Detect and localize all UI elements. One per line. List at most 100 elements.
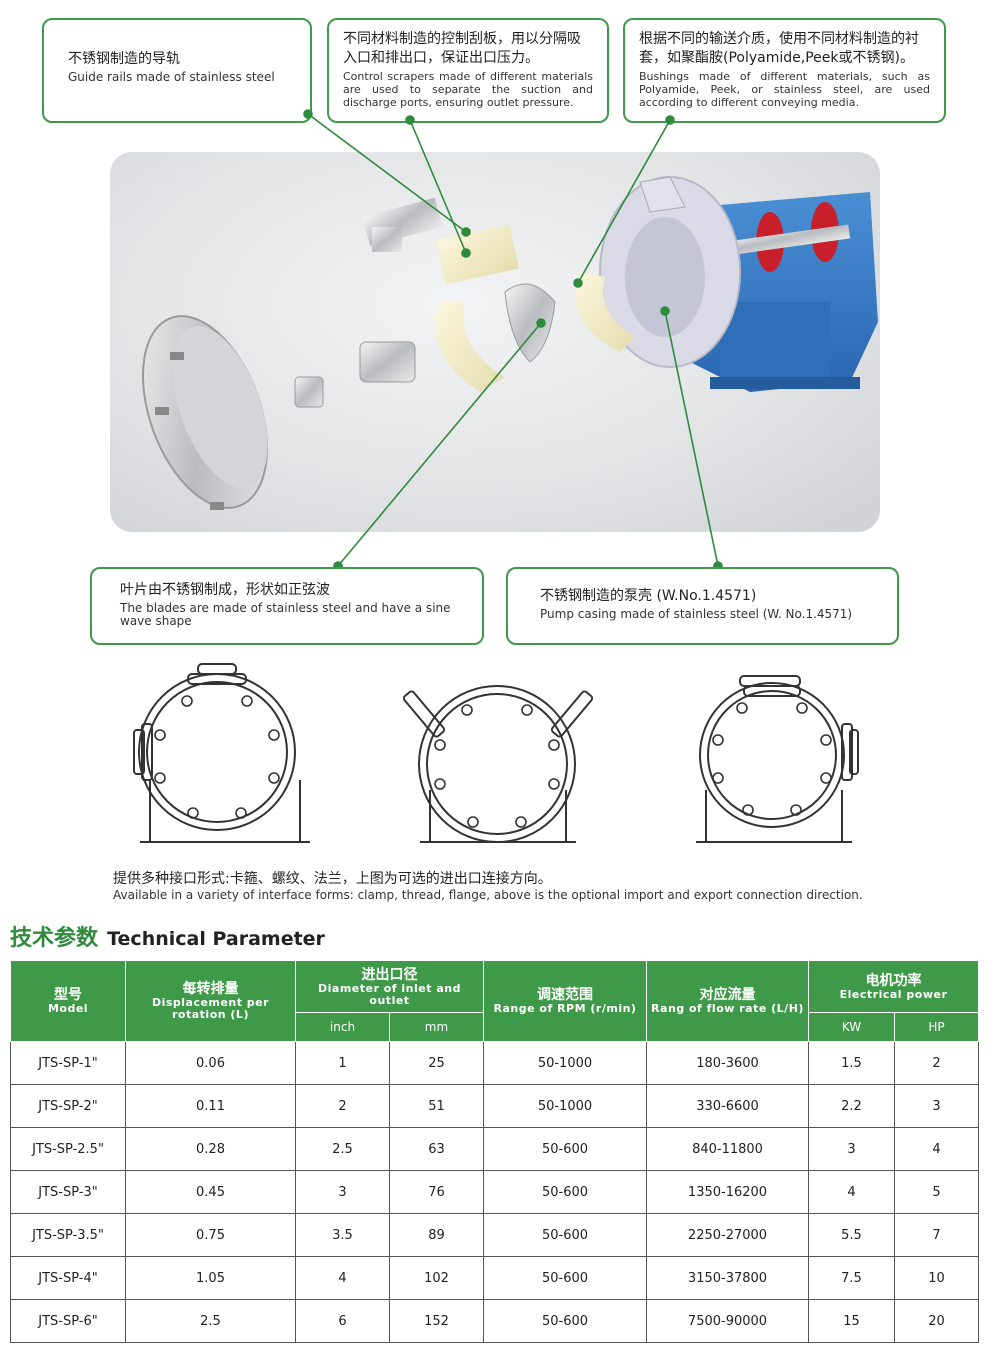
cell-model: JTS-SP-4" (10, 1256, 126, 1300)
connection-direction-drawings (133, 663, 859, 843)
header-diameter-zh: 进出口径 (361, 966, 418, 983)
interface-note-zh: 提供多种接口形式:卡箍、螺纹、法兰，上图为可选的进出口连接方向。 (113, 871, 552, 887)
header-rpm: 调速范围 Range of RPM (r/min) (483, 960, 647, 1042)
exploded-pump-drawing (142, 176, 878, 510)
header-displacement-zh: 每转排量 (182, 981, 239, 997)
header-model-en: Model (47, 1002, 89, 1015)
header-displacement: 每转排量 Displacement per rotation (L) (125, 960, 296, 1042)
cell-rpm: 50-600 (483, 1256, 647, 1300)
table-row: JTS-SP-2.5" 0.28 2.5 63 50-600 840-11800… (10, 1127, 979, 1171)
callout-pump-casing: 不锈钢制造的泵壳 (W.No.1.4571) Pump casing made … (506, 567, 899, 645)
cell-kw: 1.5 (808, 1041, 895, 1085)
cell-mm: 63 (389, 1127, 484, 1171)
header-power-zh: 电机功率 (865, 972, 922, 989)
table-row: JTS-SP-1" 0.06 1 25 50-1000 180-3600 1.5… (10, 1041, 979, 1085)
cell-inch: 2.5 (295, 1127, 390, 1171)
header-kw: KW (808, 1012, 895, 1042)
cell-model: JTS-SP-3" (10, 1170, 126, 1214)
exploded-pump-illustration (110, 152, 880, 532)
cell-mm: 25 (389, 1041, 484, 1085)
cell-mm: 76 (389, 1170, 484, 1214)
cell-displacement: 2.5 (125, 1299, 296, 1343)
header-flow: 对应流量 Rang of flow rate (L/H) (646, 960, 809, 1042)
header-power-en: Electrical power (839, 987, 948, 1001)
header-flow-zh: 对应流量 (699, 987, 756, 1003)
cell-rpm: 50-600 (483, 1299, 647, 1343)
cell-displacement: 0.11 (125, 1084, 296, 1128)
cell-rpm: 50-600 (483, 1127, 647, 1171)
cell-kw: 7.5 (808, 1256, 895, 1300)
cell-rpm: 50-1000 (483, 1084, 647, 1128)
header-diameter-en: Diameter of inlet and outlet (318, 981, 461, 1007)
connection-drawing-top-side (696, 675, 859, 843)
cell-displacement: 0.28 (125, 1127, 296, 1171)
callout-control-scrapers-zh: 不同材料制造的控制刮板，用以分隔吸入口和排出口，保证出口压力。 (343, 31, 581, 66)
table-row: JTS-SP-2" 0.11 2 51 50-1000 330-6600 2.2… (10, 1084, 979, 1128)
cell-mm: 152 (389, 1299, 484, 1343)
table-row: JTS-SP-3.5" 0.75 3.5 89 50-600 2250-2700… (10, 1213, 979, 1257)
cell-displacement: 1.05 (125, 1256, 296, 1300)
header-rpm-zh: 调速范围 (537, 987, 593, 1003)
header-hp: HP (894, 1012, 979, 1042)
header-power: 电机功率 Electrical power (808, 960, 979, 1013)
cell-flow: 840-11800 (646, 1127, 809, 1171)
cell-model: JTS-SP-2.5" (10, 1127, 126, 1171)
cell-displacement: 0.75 (125, 1213, 296, 1257)
table-row: JTS-SP-6" 2.5 6 152 50-600 7500-90000 15… (10, 1299, 979, 1343)
cell-flow: 7500-90000 (646, 1299, 809, 1343)
cell-kw: 5.5 (808, 1213, 895, 1257)
cell-hp: 10 (894, 1256, 979, 1300)
cell-hp: 20 (894, 1299, 979, 1343)
cell-kw: 2.2 (808, 1084, 895, 1128)
cell-kw: 4 (808, 1170, 895, 1214)
cell-rpm: 50-600 (483, 1213, 647, 1257)
callout-blades-zh: 叶片由不锈钢制成，形状如正弦波 (120, 582, 330, 598)
cell-inch: 2 (295, 1084, 390, 1128)
table-row: JTS-SP-3" 0.45 3 76 50-600 1350-16200 4 … (10, 1170, 979, 1214)
callout-guide-rails-zh: 不锈钢制造的导轨 (68, 51, 180, 67)
callout-bushings: 根据不同的输送介质，使用不同材料制造的衬套，如聚酯胺(Polyamide,Pee… (623, 18, 946, 123)
cell-mm: 102 (389, 1256, 484, 1300)
cell-hp: 2 (894, 1041, 979, 1085)
cell-mm: 89 (389, 1213, 484, 1257)
connection-drawing-angled (402, 685, 594, 843)
cell-flow: 1350-16200 (646, 1170, 809, 1214)
section-title-en: Technical Parameter (107, 928, 325, 950)
cell-inch: 3 (295, 1170, 390, 1214)
cell-inch: 1 (295, 1041, 390, 1085)
cell-hp: 4 (894, 1127, 979, 1171)
callout-bushings-en: Bushings made of different materials, su… (639, 70, 930, 109)
section-title-zh: 技术参数 (10, 926, 99, 951)
cell-inch: 6 (295, 1299, 390, 1343)
cell-rpm: 50-1000 (483, 1041, 647, 1085)
cell-flow: 180-3600 (646, 1041, 809, 1085)
cell-kw: 15 (808, 1299, 895, 1343)
table-row: JTS-SP-4" 1.05 4 102 50-600 3150-37800 7… (10, 1256, 979, 1300)
cell-flow: 330-6600 (646, 1084, 809, 1128)
header-model: 型号 Model (10, 960, 126, 1042)
cell-hp: 3 (894, 1084, 979, 1128)
cell-inch: 4 (295, 1256, 390, 1300)
header-displacement-en: Displacement per rotation (L) (151, 996, 270, 1021)
cell-flow: 2250-27000 (646, 1213, 809, 1257)
cell-kw: 3 (808, 1127, 895, 1171)
callout-guide-rails: 不锈钢制造的导轨 Guide rails made of stainless s… (42, 18, 312, 123)
cell-displacement: 0.45 (125, 1170, 296, 1214)
cell-inch: 3.5 (295, 1213, 390, 1257)
header-model-zh: 型号 (54, 987, 82, 1003)
interface-note-en: Available in a variety of interface form… (113, 888, 863, 902)
callout-control-scrapers-en: Control scrapers made of different mater… (343, 70, 593, 109)
header-rpm-en: Range of RPM (r/min) (493, 1002, 637, 1015)
callout-blades: 叶片由不锈钢制成，形状如正弦波 The blades are made of s… (90, 567, 484, 645)
cell-model: JTS-SP-6" (10, 1299, 126, 1343)
interface-note: 提供多种接口形式:卡箍、螺纹、法兰，上图为可选的进出口连接方向。 Availab… (113, 870, 963, 903)
callout-pump-casing-en: Pump casing made of stainless steel (W. … (540, 607, 853, 621)
cell-model: JTS-SP-2" (10, 1084, 126, 1128)
cell-hp: 7 (894, 1213, 979, 1257)
connection-drawing-side-top (133, 663, 310, 843)
header-inch: inch (295, 1012, 390, 1042)
cell-hp: 5 (894, 1170, 979, 1214)
cell-model: JTS-SP-3.5" (10, 1213, 126, 1257)
cell-model: JTS-SP-1" (10, 1041, 126, 1085)
callout-blades-en: The blades are made of stainless steel a… (120, 601, 451, 628)
